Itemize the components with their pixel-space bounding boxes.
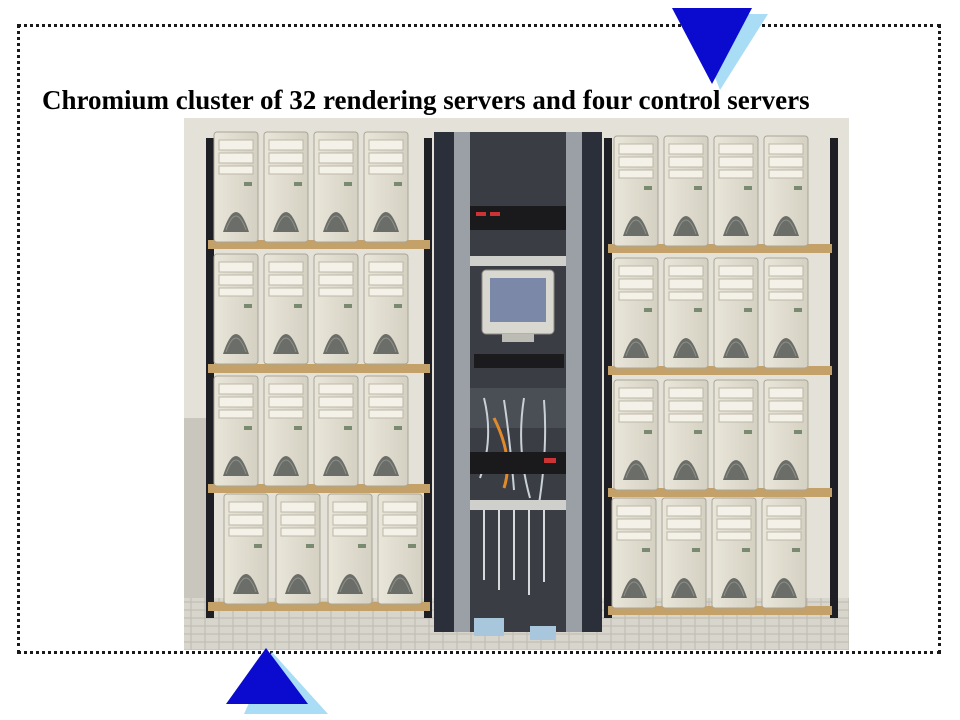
top-triangle-icon — [672, 8, 768, 90]
server-cluster-photo — [184, 118, 849, 650]
bottom-triangle-icon — [226, 648, 328, 714]
slide-border — [17, 24, 941, 654]
slide-title: Chromium cluster of 32 rendering servers… — [42, 85, 810, 115]
